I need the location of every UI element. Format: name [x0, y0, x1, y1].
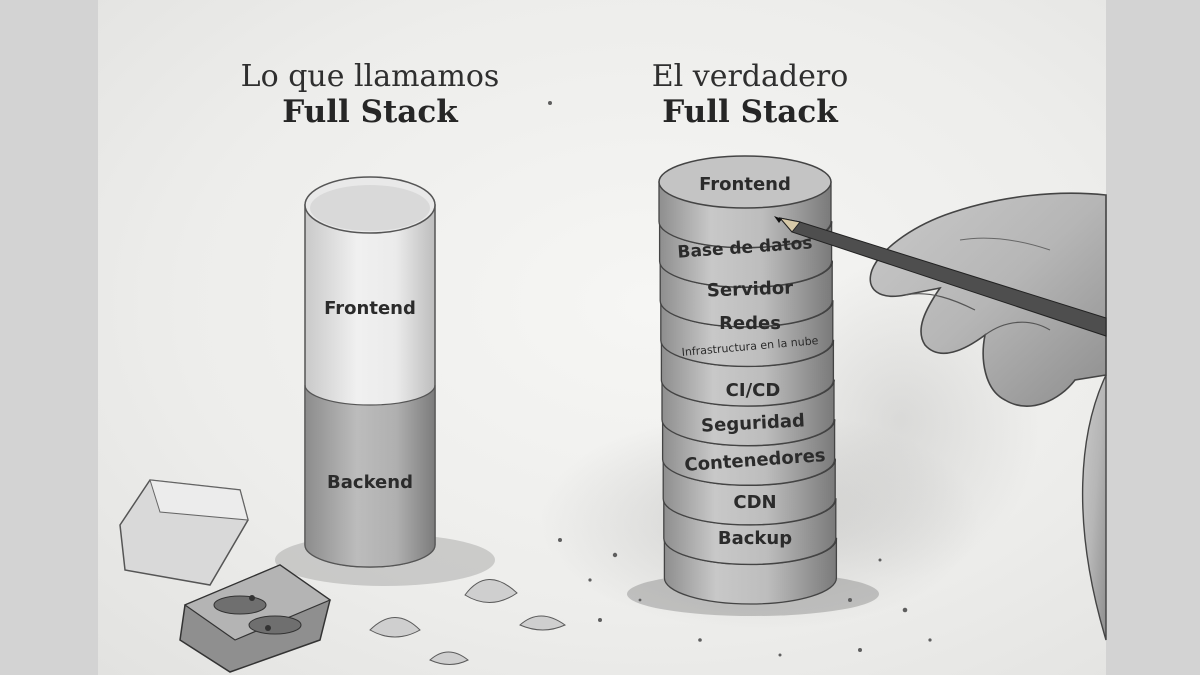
left-heading-line2: Full Stack — [282, 93, 458, 130]
left-layer-frontend-label: Frontend — [324, 298, 416, 319]
left-heading-line1: Lo que llamamos — [240, 59, 500, 94]
left-layer-backend-label: Backend — [327, 472, 413, 493]
right-layer-cdn-label: CDN — [733, 492, 777, 513]
right-layer-frontend-label: Frontend — [699, 174, 791, 195]
eraser — [119, 479, 249, 586]
left-heading: Lo que llamamos Full Stack — [200, 59, 540, 130]
right-cylinder — [627, 155, 879, 616]
stack-top-face — [658, 155, 832, 209]
pencil-shavings — [369, 579, 566, 665]
right-heading-line2: Full Stack — [662, 93, 838, 130]
graphite-specks — [548, 101, 932, 657]
right-heading: El verdadero Full Stack — [590, 59, 910, 130]
right-layer-backup-label: Backup — [717, 528, 793, 549]
right-heading-line1: El verdadero — [651, 59, 849, 94]
right-layer-cicd-label: CI/CD — [725, 380, 781, 401]
right-layer-network-label: Redes — [719, 313, 781, 334]
hand-with-pencil — [774, 192, 1107, 641]
left-cylinder — [304, 176, 436, 568]
pencil-sharpener — [179, 564, 332, 673]
